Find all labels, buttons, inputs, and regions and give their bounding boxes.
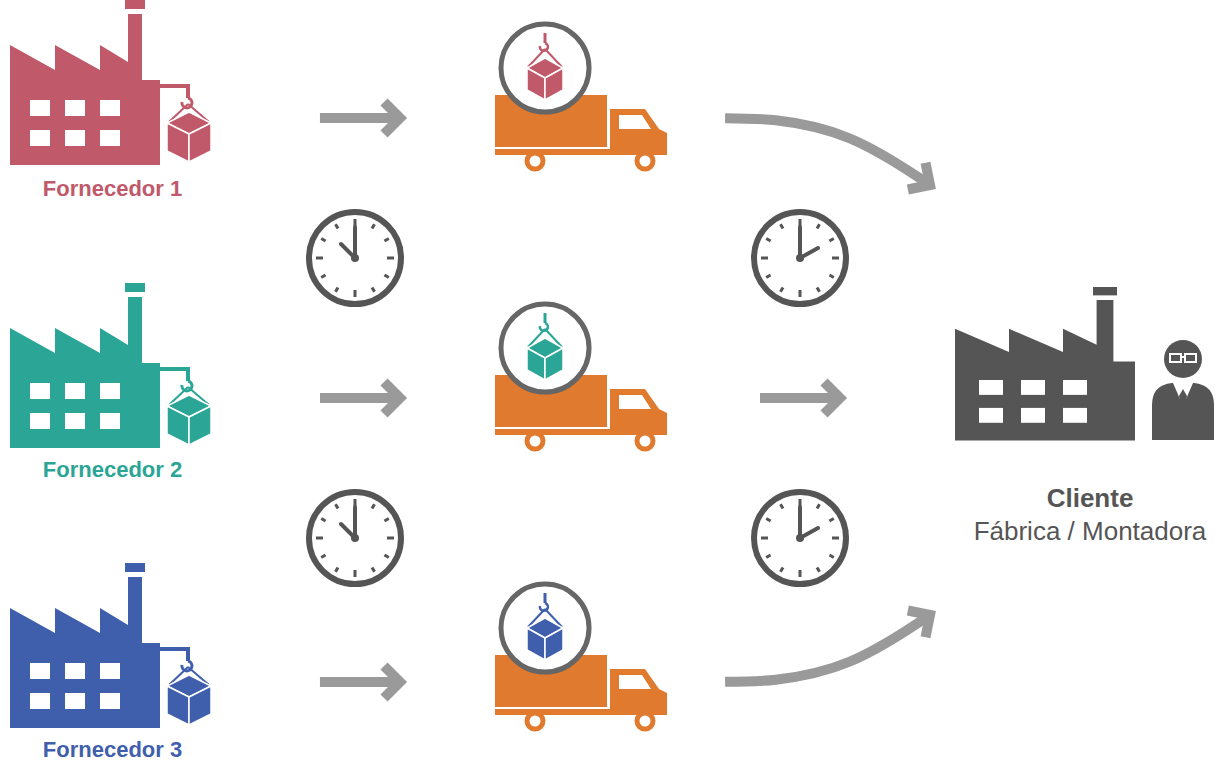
arrow-head <box>384 102 400 698</box>
person-icon <box>1152 340 1214 440</box>
client-factory-icon <box>955 287 1135 440</box>
clock-icon <box>309 492 401 584</box>
arrow-head <box>384 666 400 698</box>
truck-icon <box>501 584 589 672</box>
person-icon <box>1152 383 1214 440</box>
supplier-node: Fornecedor 1 <box>5 0 220 205</box>
client-node: ClienteFábrica / Montadora <box>840 185 1226 615</box>
node-label: Fornecedor 1 <box>5 176 220 202</box>
person-icon <box>1170 354 1181 362</box>
clock-icon <box>309 212 401 304</box>
clock-icon <box>800 507 818 538</box>
clock-icon <box>800 227 818 258</box>
clock-icon <box>341 507 355 538</box>
arrow-head <box>384 102 400 134</box>
supplier-factory-icon <box>10 283 160 448</box>
clock-icon <box>341 227 355 258</box>
arrow-head <box>384 382 400 414</box>
person-icon <box>1181 356 1185 358</box>
supplier-factory-icon <box>10 563 160 728</box>
clock-icon <box>754 492 846 584</box>
clock-icon <box>309 212 846 584</box>
client-factory-icon <box>955 287 1135 440</box>
person-icon <box>1164 340 1202 378</box>
supplier-factory-icon <box>10 0 211 728</box>
truck-icon <box>501 24 589 112</box>
person-icon <box>1185 354 1196 362</box>
truck-icon <box>495 24 667 729</box>
supplier-node: Fornecedor 2 <box>5 280 220 485</box>
person-icon <box>1179 389 1187 416</box>
supplier-factory-icon <box>142 369 211 445</box>
node-label: Cliente <box>940 483 1226 514</box>
arrow-head <box>384 102 400 134</box>
supplier-node: Fornecedor 3 <box>5 558 220 763</box>
node-label: Fornecedor 2 <box>5 457 220 483</box>
supplier-factory-icon <box>10 0 160 165</box>
supplier-factory-icon <box>142 86 211 162</box>
clock-icon <box>309 212 401 304</box>
node-subtitle: Fábrica / Montadora <box>940 516 1226 547</box>
truck-icon <box>501 304 589 392</box>
clock-icon <box>754 212 846 304</box>
clock-icon <box>754 212 846 304</box>
clock-icon <box>754 492 846 584</box>
arrow-head <box>384 382 400 414</box>
supplier-factory-icon <box>142 649 211 725</box>
arrow-head <box>384 666 400 698</box>
clock-icon <box>309 492 401 584</box>
node-label: Fornecedor 3 <box>5 737 220 763</box>
